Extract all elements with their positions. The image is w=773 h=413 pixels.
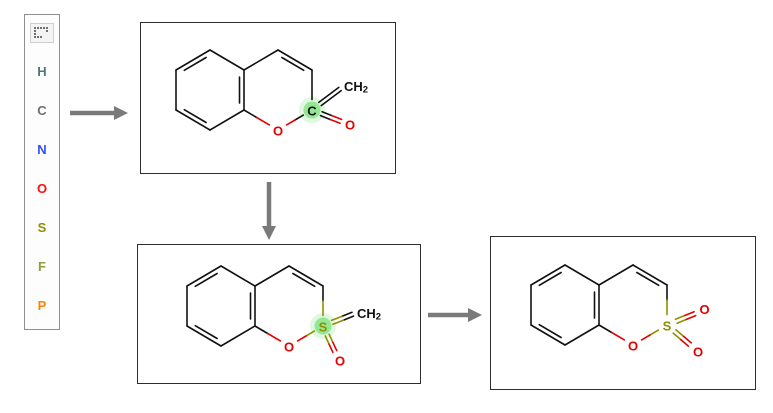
sulfur-atom-label: S bbox=[663, 319, 672, 334]
step-2-panel: O S CH2 O bbox=[137, 244, 421, 384]
edited-carbon-label[interactable]: C bbox=[307, 104, 317, 119]
element-button-hydrogen[interactable]: H bbox=[37, 64, 47, 79]
molecule-step-1: O C CH2 O bbox=[175, 49, 368, 139]
bond-sulfur-halves bbox=[649, 299, 688, 341]
bond-skeleton bbox=[175, 49, 342, 131]
element-button-nitrogen[interactable]: N bbox=[37, 142, 47, 157]
ch2-group-label: CH2 bbox=[357, 306, 381, 323]
bond-oxygen-halves bbox=[610, 310, 697, 347]
bond-skeleton bbox=[186, 265, 355, 347]
oxo-oxygen-label: O bbox=[335, 354, 345, 369]
ch2-group-label: CH2 bbox=[344, 79, 368, 96]
atom-highlight bbox=[299, 97, 325, 123]
element-button-oxygen[interactable]: O bbox=[36, 181, 48, 196]
oxo-oxygen-label: O bbox=[345, 118, 355, 133]
element-button-phosphorus[interactable]: P bbox=[37, 298, 47, 313]
bond-skeleton bbox=[530, 264, 668, 346]
element-button-fluorine[interactable]: F bbox=[38, 259, 46, 274]
marquee-selection-icon bbox=[34, 27, 48, 38]
step-1-panel: O C CH2 O bbox=[140, 22, 396, 174]
step-3-panel: O S O O bbox=[490, 236, 756, 390]
atom-highlight bbox=[310, 313, 336, 339]
bond-oxygen-halves bbox=[266, 332, 338, 354]
bond-oxygen-halves bbox=[255, 114, 343, 126]
oxo-oxygen-top-label: O bbox=[699, 302, 709, 317]
molecule-step-3: O S O O bbox=[530, 264, 710, 360]
selection-tool-button[interactable] bbox=[30, 23, 54, 43]
edited-sulfur-label[interactable]: S bbox=[319, 320, 328, 335]
workflow-arrow-step1-to-step2 bbox=[260, 180, 278, 247]
bond-sulfur-halves bbox=[305, 300, 345, 345]
ring-oxygen-label: O bbox=[273, 124, 283, 139]
workflow-arrow-step2-to-step3 bbox=[426, 306, 484, 329]
molecule-step-2: O S CH2 O bbox=[186, 265, 381, 369]
element-button-carbon[interactable]: C bbox=[37, 103, 47, 118]
element-palette: H C N O S F P bbox=[24, 14, 60, 330]
workflow-arrow-palette-to-step1 bbox=[68, 104, 130, 127]
ring-oxygen-label: O bbox=[628, 339, 638, 354]
oxo-oxygen-bottom-label: O bbox=[693, 345, 703, 360]
element-button-sulfur[interactable]: S bbox=[37, 220, 47, 235]
ring-oxygen-label: O bbox=[284, 340, 294, 355]
